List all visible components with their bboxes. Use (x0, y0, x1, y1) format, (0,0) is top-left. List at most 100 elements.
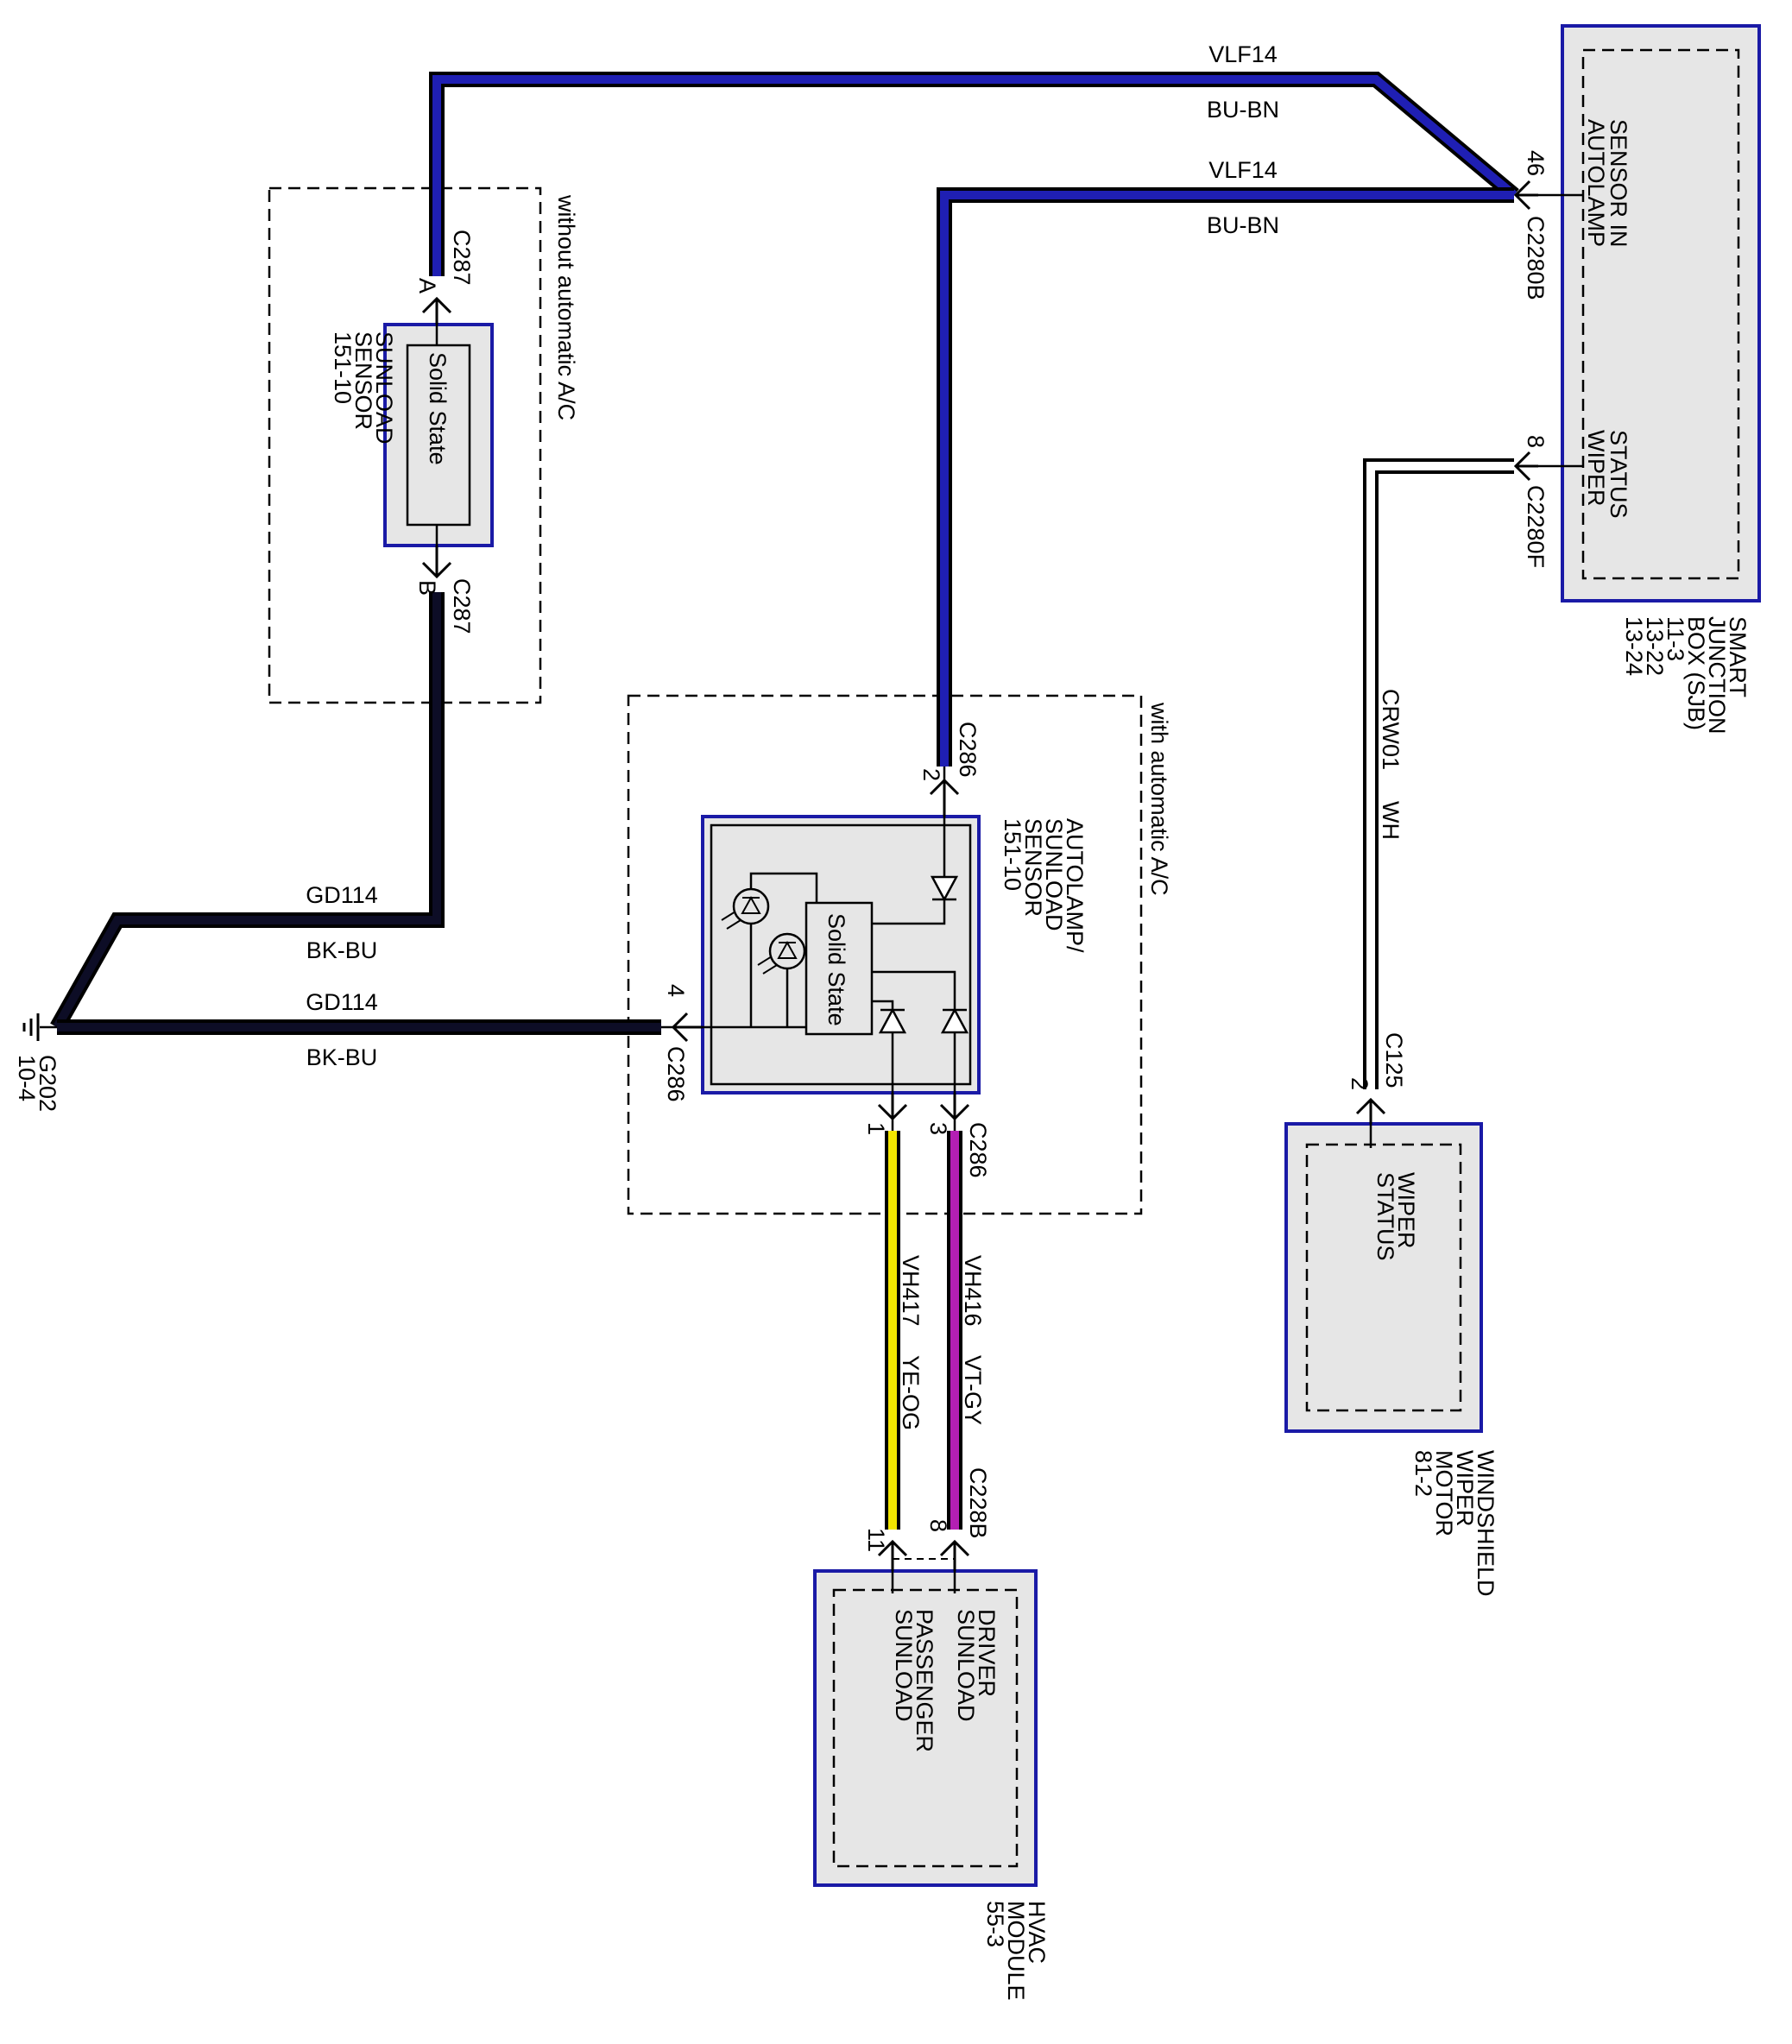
svg-text:C125: C125 (1381, 1032, 1407, 1088)
wire-vlf14-upper (429, 72, 1519, 276)
sjb-func1-line2: SENSOR IN (1606, 119, 1631, 248)
photodiode-icon (721, 887, 770, 930)
wire-circuit-label: CRW01 (1378, 689, 1404, 770)
svg-text:C228B: C228B (965, 1467, 991, 1539)
svg-text:AUTOLAMP/: AUTOLAMP/ (1062, 818, 1088, 953)
svg-text:81-2: 81-2 (1410, 1450, 1436, 1497)
svg-text:C287: C287 (449, 230, 475, 286)
svg-text:C2280F: C2280F (1523, 485, 1549, 568)
sunload-sensor: Solid State (383, 299, 494, 571)
hvac-module: DRIVER SUNLOAD PASSENGER SUNLOAD (813, 1547, 1038, 1887)
svg-text:PASSENGER: PASSENGER (912, 1609, 937, 1752)
svg-text:151-10: 151-10 (330, 331, 356, 404)
wire-circuit-label: VLF14 (1208, 157, 1278, 183)
sjb-func2-line2: STATUS (1606, 430, 1631, 519)
hvac-module-name: HVAC MODULE 55-3 (982, 1901, 1050, 2001)
svg-text:C2280B: C2280B (1523, 216, 1549, 300)
svg-text:A: A (414, 278, 440, 293)
connector-c125: C125 2 (1347, 1032, 1407, 1124)
svg-text:4: 4 (663, 984, 689, 997)
sunload-inner-label: Solid State (425, 352, 451, 465)
sjb-name-label: SMART JUNCTION BOX (SJB) 11-3 13-22 13-2… (1621, 616, 1751, 735)
wire-gd114-upper (50, 592, 445, 1031)
wire-color-label: BU-BN (1207, 212, 1279, 238)
svg-text:SUNLOAD: SUNLOAD (1041, 818, 1067, 931)
svg-text:STATUS: STATUS (1372, 1172, 1398, 1261)
wire-circuit-label: VH416 (960, 1255, 986, 1327)
smart-junction-box: AUTOLAMP SENSOR IN WIPER STATUS (1536, 24, 1761, 602)
svg-text:8: 8 (925, 1519, 951, 1532)
svg-text:55-3: 55-3 (982, 1901, 1008, 1947)
without-ac-label: without automatic A/C (553, 194, 579, 420)
connector-c287-b: C287 B (414, 546, 475, 634)
autolamp-inner-label: Solid State (823, 913, 849, 1026)
autolamp-sensor-name: AUTOLAMP/ SUNLOAD SENSOR 151-10 (1000, 818, 1088, 953)
svg-text:2: 2 (918, 768, 944, 781)
diode-symbol (878, 1007, 907, 1034)
svg-text:11-3: 11-3 (1663, 616, 1688, 661)
svg-text:SENSOR: SENSOR (350, 331, 376, 430)
wire-color-label: BU-BN (1207, 97, 1279, 123)
connector-c286-pin4: 4 C286 (663, 984, 703, 1102)
svg-text:WINDSHIELD: WINDSHIELD (1473, 1450, 1499, 1597)
connector-c2280f: 8 C2280F (1513, 435, 1549, 568)
wire-color-label: VT-GY (960, 1355, 986, 1425)
without-ac-region (268, 186, 542, 704)
wire-crw01 (1363, 458, 1514, 1089)
svg-text:C286: C286 (965, 1122, 991, 1178)
svg-text:SUNLOAD: SUNLOAD (953, 1609, 979, 1722)
svg-text:SUNLOAD: SUNLOAD (891, 1609, 917, 1722)
svg-text:46: 46 (1523, 150, 1549, 176)
photodiode-icon (757, 932, 806, 975)
svg-text:11: 11 (863, 1528, 889, 1552)
wire-circuit-label: GD114 (306, 989, 378, 1015)
svg-text:C286: C286 (955, 722, 981, 778)
svg-text:DRIVER: DRIVER (974, 1609, 1000, 1697)
wire-color-label: BK-BU (306, 937, 378, 963)
connector-c286-pin2: C286 2 (918, 722, 981, 817)
svg-text:BOX (SJB): BOX (SJB) (1683, 616, 1709, 730)
wiper-motor-name: WINDSHIELD WIPER MOTOR 81-2 (1410, 1450, 1499, 1597)
wire-circuit-label: GD114 (306, 882, 378, 908)
sjb-func1-line1: AUTOLAMP (1583, 119, 1609, 247)
svg-text:MOTOR: MOTOR (1431, 1450, 1457, 1536)
wire-color-label: BK-BU (306, 1044, 378, 1070)
svg-text:SENSOR: SENSOR (1020, 818, 1046, 917)
svg-text:C287: C287 (449, 578, 475, 634)
wire-circuit-label: VLF14 (1208, 41, 1278, 67)
ground-label: G202 (35, 1055, 60, 1112)
sjb-func2-line1: WIPER (1583, 430, 1609, 507)
diode-symbol (930, 875, 959, 902)
with-ac-region (627, 694, 1143, 1215)
svg-text:MODULE: MODULE (1003, 1901, 1029, 2001)
svg-text:1: 1 (863, 1122, 889, 1135)
with-ac-label: with automatic A/C (1146, 702, 1172, 896)
svg-text:B: B (414, 580, 440, 596)
svg-text:WIPER: WIPER (1452, 1450, 1478, 1527)
svg-text:C286: C286 (663, 1046, 689, 1102)
svg-text:13-24: 13-24 (1621, 616, 1647, 676)
svg-text:JUNCTION: JUNCTION (1704, 616, 1730, 735)
svg-text:8: 8 (1523, 435, 1549, 448)
windshield-wiper-motor: WIPER STATUS (1284, 1105, 1483, 1433)
svg-text:WIPER: WIPER (1393, 1172, 1419, 1249)
connector-c286-pins1-3: C286 1 3 (863, 1093, 991, 1178)
svg-text:HVAC: HVAC (1024, 1901, 1050, 1964)
ground-g202: G202 10-4 (14, 1013, 60, 1112)
svg-text:3: 3 (925, 1122, 951, 1135)
svg-text:SMART: SMART (1725, 616, 1751, 697)
svg-text:2: 2 (1347, 1077, 1372, 1090)
connector-c228b: C228B 8 11 (863, 1467, 991, 1571)
sunload-sensor-name: SUNLOAD SENSOR 151-10 (330, 331, 397, 445)
wire-color-label: YE-OG (898, 1355, 924, 1430)
svg-text:SUNLOAD: SUNLOAD (371, 331, 397, 445)
svg-text:151-10: 151-10 (1000, 818, 1025, 891)
diode-symbol (940, 1007, 969, 1034)
wire-vlf14-lower (937, 187, 1514, 766)
connector-c2280b: 46 C2280B (1513, 150, 1549, 300)
svg-text:13-22: 13-22 (1642, 616, 1668, 676)
wire-circuit-label: VH417 (898, 1255, 924, 1327)
wire-color-label: WH (1378, 801, 1404, 840)
connector-c287-a: C287 A (414, 230, 475, 325)
